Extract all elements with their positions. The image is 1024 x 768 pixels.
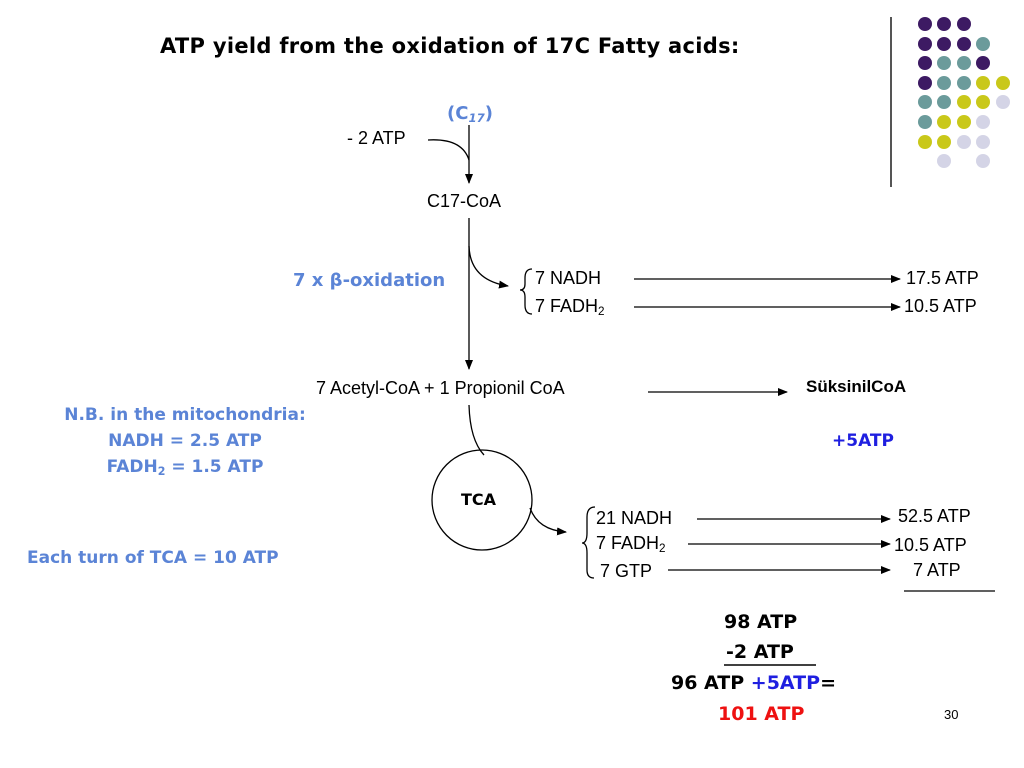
slide-title: ATP yield from the oxidation of 17C Fatt…: [160, 34, 740, 58]
divider-line: [890, 17, 892, 187]
note-title: N.B. in the mitochondria:: [64, 405, 306, 425]
tca-fadh2: 7 FADH2: [596, 533, 666, 555]
decorative-dot: [937, 75, 951, 90]
decorative-dot: [937, 17, 951, 31]
decorative-dot: [956, 134, 971, 149]
beta-brace: [519, 268, 533, 315]
mitochondria-note: N.B. in the mitochondria: NADH = 2.5 ATP…: [40, 402, 330, 480]
substrate-label: (C17): [447, 103, 493, 125]
tca-circle: [431, 449, 533, 551]
decorative-dot: [937, 115, 951, 129]
decorative-dot: [937, 36, 951, 51]
decorative-dot: [956, 56, 971, 71]
tca-nadh: 21 NADH: [596, 508, 673, 528]
decorative-dot: [956, 95, 971, 110]
beta-fadh2: 7 FADH2: [535, 296, 605, 318]
note-fadh: FADH2 = 1.5 ATP: [106, 457, 264, 478]
tca-gtp-atp: 7 ATP: [913, 560, 961, 580]
beta-nadh-atp: 17.5 ATP: [906, 268, 979, 288]
succinyl-coa-label: SüksinilCoA: [806, 377, 907, 396]
decorative-dot: [917, 75, 932, 90]
total-net: 96 ATP +5ATP=: [671, 672, 836, 694]
decorative-dot: [976, 154, 990, 169]
decorative-dot: [917, 115, 932, 129]
beta-fadh-atp: 10.5 ATP: [904, 296, 977, 316]
decorative-dot: [976, 56, 990, 71]
decorative-dot: [917, 17, 932, 31]
tca-nadh-atp: 52.5 ATP: [898, 506, 971, 526]
decorative-dot: [956, 115, 971, 129]
tca-brace: [581, 506, 596, 579]
decorative-dot: [956, 17, 971, 31]
activation-cost: - 2 ATP: [347, 128, 406, 148]
decorative-dot: [956, 36, 971, 51]
decorative-dot: [917, 134, 932, 149]
acyl-coa-label: C17-CoA: [427, 191, 502, 211]
acetyl-to-tca-curve: [468, 404, 485, 456]
decorative-dot: [937, 154, 951, 169]
total-final: 101 ATP: [718, 703, 805, 725]
slide-number: 30: [944, 707, 959, 722]
propionyl-atp-bonus: +5ATP: [832, 431, 894, 451]
decorative-dot: [917, 95, 932, 110]
decorative-dot: [976, 134, 990, 149]
decorative-dot: [937, 95, 951, 110]
decorative-dot: [917, 56, 932, 71]
tca-turn-note: Each turn of TCA = 10 ATP: [27, 548, 279, 568]
note-nadh: NADH = 2.5 ATP: [108, 431, 262, 451]
cleavage-products: 7 Acetyl-CoA + 1 Propionil CoA: [316, 378, 565, 398]
activation-curve: [427, 139, 470, 161]
decorative-dot: [995, 75, 1010, 90]
tca-branch-curve: [529, 507, 567, 536]
beta-symbol: β: [329, 270, 343, 291]
decorative-dot: [976, 115, 990, 129]
tca-label: TCA: [461, 490, 497, 509]
beta-oxidation-label: 7 x β-oxidation: [293, 270, 446, 291]
tca-gtp: 7 GTP: [600, 561, 653, 581]
total-minus: -2 ATP: [726, 641, 794, 663]
decorative-dot: [917, 36, 932, 51]
decorative-dot: [976, 75, 990, 90]
total-sum: 98 ATP: [724, 611, 798, 633]
tca-fadh-atp: 10.5 ATP: [894, 535, 967, 555]
decorative-dot: [956, 75, 971, 90]
beta-nadh: 7 NADH: [535, 268, 602, 288]
decorative-dot: [976, 95, 990, 110]
decorative-dot: [937, 56, 951, 71]
decorative-dot: [995, 95, 1010, 110]
decorative-dot: [937, 134, 951, 149]
decorative-dot: [976, 36, 990, 51]
beta-branch-curve: [468, 245, 509, 289]
